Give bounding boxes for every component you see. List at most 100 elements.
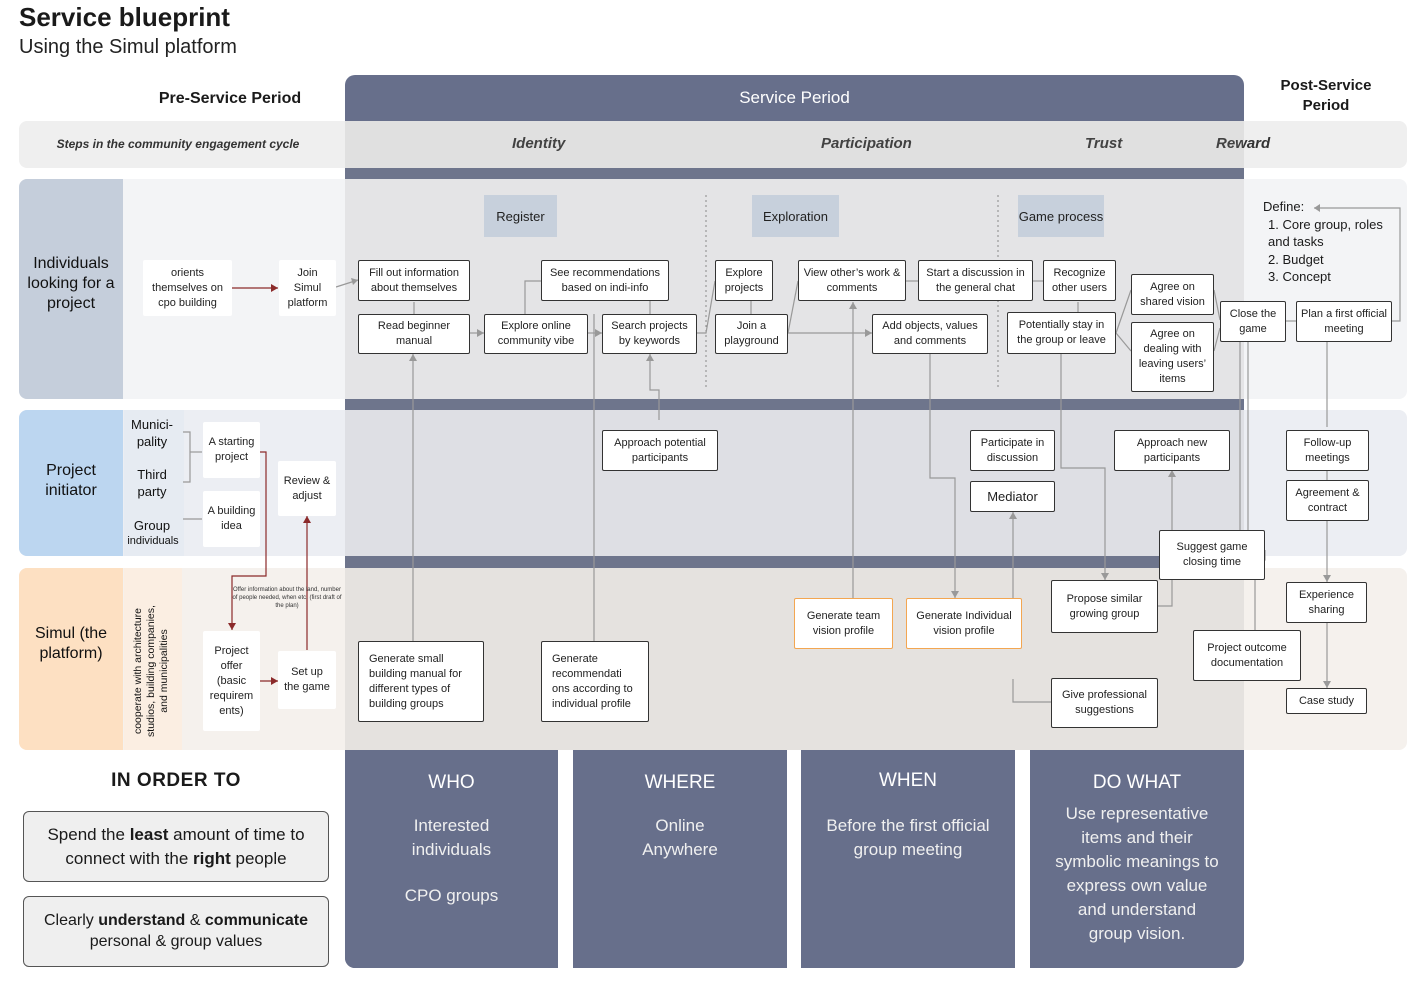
phase-participation: Participation [821,135,912,152]
node-start-discussion: Start a discussion in the general chat [918,260,1033,301]
phase-trust: Trust [1085,135,1123,152]
node-fill-info: Fill out information about themselves [358,260,470,301]
lane-individuals-header [19,179,123,399]
lane-simul-label: Simul (the platform) [34,625,108,662]
node-see-recommendations: See recommendations based on indi-info [541,260,669,301]
node-approach-new: Approach new participants [1114,430,1230,471]
node-recognize-users: Recognize other users [1043,260,1116,301]
node-orients: orients themselves on cpo building [143,260,232,316]
pre-service-period-title: Pre-Service Period [158,90,302,107]
card-do-what: DO WHAT Use representative items and the… [1030,750,1244,968]
lane-simul-subheader [124,568,182,750]
node-suggest-closing: Suggest game closing time [1159,530,1265,580]
node-search-projects: Search projects by keywords [602,314,697,354]
card-do-what-line-3: symbolic meanings to [1055,852,1219,871]
goal-connect: Spend the least amount of time to connec… [23,811,329,882]
card-who-line-2: individuals [411,840,492,859]
goal2-text-pre: Clearly [43,912,99,929]
card-do-what-line-5: and understand [1077,900,1197,919]
card-where: WHERE Online Anywhere [573,750,787,968]
node-explore-projects: Explore projects [715,260,773,301]
node-setup-game: Set up the game [278,651,336,709]
phase-box-exploration: Exploration [752,195,839,237]
card-do-what-line-2: items and their [1081,828,1193,847]
card-do-what-head: DO WHAT [1092,772,1182,793]
define-item-2: Budget [1282,251,1324,267]
post-service-period-title: Post-Service Period [1280,77,1372,114]
phase-box-game-process: Game process [1018,195,1104,237]
goal2-bold-communicate: communicate [204,912,309,929]
card-when-line-1: Before the first official [826,816,990,835]
node-propose-similar: Propose similar growing group [1051,580,1158,633]
offer-note: Offer information about the land, number… [232,587,342,609]
goal1-text-mid: amount of time to connect with the [65,825,305,868]
node-project-offer: Project offer (basic requirem ents) [203,631,260,731]
node-building-idea: A building idea [203,491,260,547]
node-potentially-stay: Potentially stay in the group or leave [1007,312,1116,354]
card-when-line-2: group meeting [853,840,963,859]
goal2-text-post: personal & group values [89,933,263,950]
node-generate-team-vision: Generate team vision profile [794,598,893,649]
node-plan-meeting: Plan a first official meeting [1296,301,1392,342]
node-participate-discussion: Participate in discussion [970,430,1055,471]
phase-reward: Reward [1216,135,1271,152]
node-explore-online: Explore online community vibe [484,314,588,354]
initiator-group: Group [133,518,171,533]
lane-initiator-header [19,410,123,556]
goal1-bold-right: right [193,849,231,868]
service-period-title: Service Period [739,88,850,107]
node-add-objects: Add objects, values and comments [872,314,988,354]
initiator-municipality: Munici-pality [131,417,173,449]
node-starting-project: A starting project [203,422,260,478]
initiator-individuals: individuals [127,535,179,547]
node-experience-sharing: Experience sharing [1286,582,1367,623]
define-list: Define: 1. Core group, roles and tasks 2… [1263,198,1393,286]
node-generate-manual: Generate small building manual for diffe… [358,641,484,722]
define-item-1: Core group, roles and tasks [1268,216,1383,250]
node-review-adjust: Review & adjust [278,461,336,516]
lane-simul-header [19,568,123,750]
page-subtitle: Using the Simul platform [19,36,237,58]
node-agreement-contract: Agreement & contract [1286,480,1369,521]
bottom-spacer [345,960,1244,984]
page-title: Service blueprint [19,2,230,32]
phase-box-register: Register [484,195,557,237]
card-who-line-4: CPO groups [404,886,499,905]
card-when: WHEN Before the first official group mee… [801,750,1015,968]
card-do-what-line-4: express own value [1066,876,1208,895]
node-read-manual: Read beginner manual [358,314,470,354]
lane-initiator-subheader [124,410,184,556]
define-item-3: Concept [1282,269,1331,284]
node-join-playground: Join a playground [715,314,788,354]
steps-band [19,121,1407,168]
node-agree-dealing: Agree on dealing with leaving users’ ite… [1131,322,1214,392]
lane-initiator-label: Project initiator [45,462,97,499]
node-case-study: Case study [1286,688,1367,714]
node-generate-recommendations: Generate recommendati ons according to i… [541,641,649,722]
lane-individuals-label: Individuals looking for a project [27,255,115,312]
card-gap-2 [787,750,801,984]
card-who-head: WHO [428,772,475,793]
card-who-line-1: Interested [413,816,490,835]
card-where-line-1: Online [655,816,705,835]
initiator-third-party: Third party [137,467,167,499]
goal2-bold-understand: understand [98,912,186,929]
phase-identity: Identity [512,135,566,152]
goal-communicate: Clearly understand & communicate persona… [23,896,329,967]
node-view-work: View other’s work & comments [798,260,906,301]
node-approach-potential: Approach potential participants [602,430,718,471]
node-agree-shared-vision: Agree on shared vision [1131,274,1214,315]
node-follow-up: Follow-up meetings [1286,430,1369,471]
steps-label: Steps in the community engagement cycle [56,137,300,151]
card-do-what-line-1: Use representative [1065,804,1209,823]
goal1-text-pre: Spend the [47,825,130,844]
goal1-bold-least: least [129,825,169,844]
in-order-to-title: IN ORDER TO [111,770,241,791]
goal1-text-post: people [230,849,287,868]
card-do-what-line-6: group vision. [1088,924,1186,943]
card-who: WHO Interested individuals CPO groups [345,750,558,968]
card-where-line-2: Anywhere [642,840,718,859]
node-close-game: Close the game [1220,301,1286,342]
card-where-head: WHERE [644,772,716,793]
